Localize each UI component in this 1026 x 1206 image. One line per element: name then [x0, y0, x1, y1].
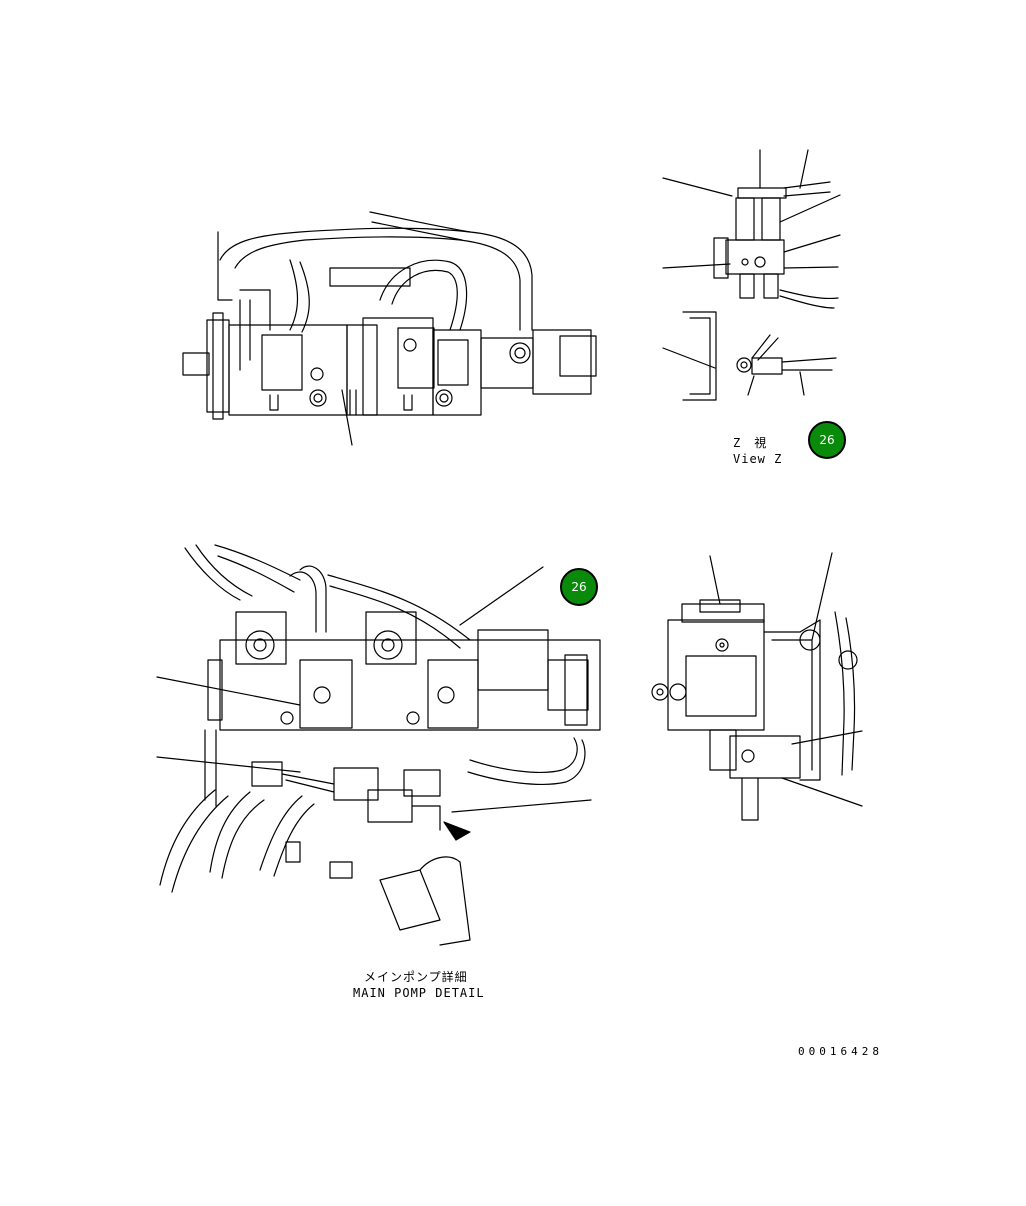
view-z-title-en: View Z: [733, 452, 783, 466]
callout-26-view-z[interactable]: 26: [808, 421, 846, 459]
main-pump-detail-title-en: MAIN POMP DETAIL: [353, 986, 485, 1000]
callout-26-main-pump-detail[interactable]: 26: [560, 568, 598, 606]
main-pump-detail-title-jp: メインポンプ詳細: [364, 970, 468, 984]
view-z-title-jp: Z 視: [733, 436, 768, 450]
main-pump-top-view: [182, 211, 597, 446]
main-pump-detail-drawing: [156, 544, 601, 946]
view-z-drawing: [662, 149, 841, 401]
drawing-number: 00016428: [798, 1045, 883, 1058]
side-detail-drawing: [651, 552, 863, 821]
